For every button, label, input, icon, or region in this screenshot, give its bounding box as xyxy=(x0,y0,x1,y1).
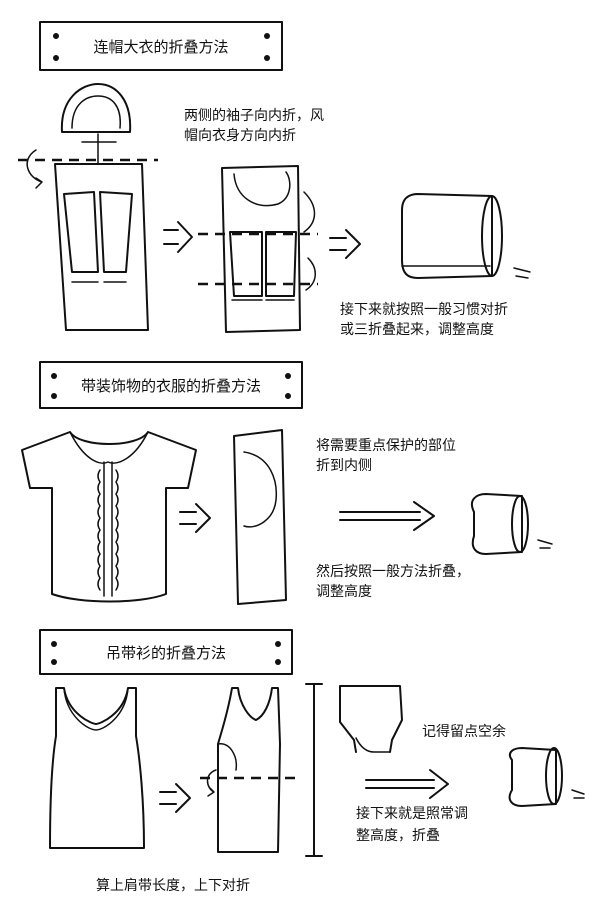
section-hooded-coat: 连帽大衣的折叠方法 xyxy=(18,21,531,338)
section-1-title: 连帽大衣的折叠方法 xyxy=(93,38,228,56)
arrow-1a xyxy=(163,221,193,253)
camisole-drawing xyxy=(49,687,145,849)
note-1b-line-2: 或三折叠起来，调整高度 xyxy=(340,321,494,338)
note-2a-line-2: 折到内侧 xyxy=(316,458,372,474)
arrow-1b xyxy=(329,229,361,259)
note-1b-line-1: 接下来就按照一般习惯对折 xyxy=(340,301,508,318)
note-3b-line-2: 整高度，折叠 xyxy=(356,827,440,844)
coat-rolled-drawing xyxy=(401,193,531,279)
section-3-title: 吊带衫的折叠方法 xyxy=(106,644,226,662)
note-2b-line-1: 然后按照一般方法折叠， xyxy=(316,563,470,580)
coat-folded-drawing xyxy=(198,165,318,333)
arrow-2b xyxy=(339,501,435,531)
note-1a-line-2: 帽向衣身方向内折 xyxy=(184,128,296,144)
camisole-folded-drawing xyxy=(200,683,323,857)
camisole-halved-drawing xyxy=(339,685,403,753)
note-3a: 记得留点空余 xyxy=(422,723,506,740)
arrow-3a xyxy=(159,783,191,813)
hooded-coat-drawing xyxy=(18,83,158,331)
note-3c: 算上肩带长度，上下对折 xyxy=(96,878,250,894)
section-2-title: 带装饰物的衣服的折叠方法 xyxy=(81,377,261,395)
section-1-title-banner: 连帽大衣的折叠方法 xyxy=(39,21,283,71)
decorated-shirt-drawing xyxy=(21,431,197,603)
note-2a-line-1: 将需要重点保护的部位 xyxy=(316,438,456,454)
arrow-2a xyxy=(179,503,211,533)
camisole-rolled-drawing xyxy=(508,747,585,807)
shirt-rolled-drawing xyxy=(470,493,553,555)
section-2-title-banner: 带装饰物的衣服的折叠方法 xyxy=(39,361,303,409)
note-1a-line-1: 两侧的袖子向内折，风 xyxy=(184,108,324,124)
arrow-3b xyxy=(365,769,449,799)
section-decorated-shirt: 带装饰物的衣服的折叠方法 将需要重点保护的部位 折到内侧 然后按照一般方 xyxy=(21,361,553,605)
shirt-folded-drawing xyxy=(233,429,287,605)
note-3b-line-1: 接下来就是照常调 xyxy=(356,805,468,822)
note-2b-line-2: 调整高度 xyxy=(316,583,372,600)
section-3-title-banner: 吊带衫的折叠方法 xyxy=(39,629,293,675)
section-camisole: 吊带衫的折叠方法 记得留 xyxy=(39,629,585,894)
